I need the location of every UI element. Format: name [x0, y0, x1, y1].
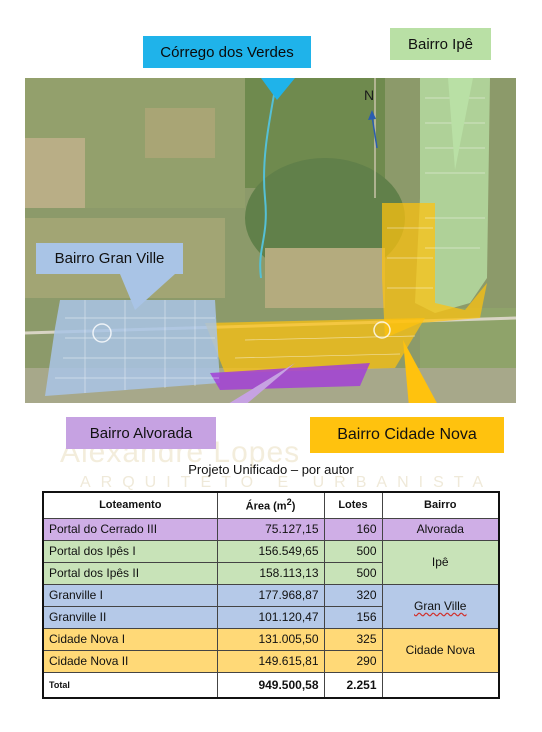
pointer-ipe: [448, 78, 473, 170]
cell-lotes: 160: [323, 517, 383, 541]
map-graphic: [25, 78, 516, 403]
cell-area: 149.615,81: [216, 649, 325, 673]
zone-granville: [45, 300, 220, 396]
zone-alvorada: [210, 363, 370, 390]
cell-lotes: 320: [323, 583, 383, 607]
cell-bairro: Alvorada: [381, 517, 500, 541]
cell-area: 177.968,87: [216, 583, 325, 607]
label-bairro-gran-ville: Bairro Gran Ville: [36, 243, 183, 274]
zone-cidade-nova-south: [205, 318, 425, 373]
label-corrego-dos-verdes: Córrego dos Verdes: [143, 36, 311, 68]
table-row: Cidade Nova I 131.005,50 325 Cidade Nova: [42, 627, 500, 673]
cell-loteamento: Cidade Nova II: [42, 649, 218, 673]
header-loteamento: Loteamento: [42, 491, 218, 519]
watermark: Alexandre Lopes ARQUITETO E URBANISTA: [60, 436, 500, 496]
cell-loteamento: Granville I: [42, 583, 218, 607]
table-row: Portal do Cerrado III 75.127,15 160 Alvo…: [42, 517, 500, 541]
total-lotes: 2.251: [323, 671, 383, 699]
cell-loteamento: Portal do Cerrado III: [42, 517, 218, 541]
cell-lotes: 156: [323, 605, 383, 629]
cell-bairro: Cidade Nova: [381, 627, 500, 673]
label-bairro-cidade-nova: Bairro Cidade Nova: [310, 417, 504, 453]
terrain-bare: [265, 248, 385, 308]
cell-loteamento: Portal dos Ipês II: [42, 561, 218, 585]
label-bairro-alvorada: Bairro Alvorada: [66, 417, 216, 449]
header-lotes: Lotes: [323, 491, 383, 519]
table-header-row: Loteamento Área (m2) Lotes Bairro: [42, 491, 500, 519]
north-arrow-head: [368, 110, 376, 120]
roundabout-cidade-nova: [373, 321, 391, 339]
header-bairro: Bairro: [381, 491, 500, 519]
cell-lotes: 290: [323, 649, 383, 673]
total-bairro-empty: [381, 671, 500, 699]
aerial-map: [25, 78, 516, 403]
table-row: Cidade Nova II 149.615,81 290: [42, 649, 499, 673]
lots-table: Loteamento Área (m2) Lotes Bairro Portal…: [42, 491, 500, 699]
label-bairro-ipe: Bairro Ipê: [390, 28, 491, 60]
total-area: 949.500,58: [216, 671, 325, 699]
cell-bairro: Gran Ville: [381, 583, 500, 629]
cell-loteamento: Cidade Nova I: [42, 627, 218, 651]
map-caption: Projeto Unificado – por autor: [188, 462, 354, 477]
cell-area: 156.549,65: [216, 539, 325, 563]
roundabout-granville: [92, 323, 112, 343]
pointer-cidade-nova: [403, 340, 437, 403]
watermark-subtitle: ARQUITETO E URBANISTA: [80, 474, 493, 491]
cell-lotes: 500: [323, 561, 383, 585]
creek-line: [259, 78, 278, 279]
zone-cidade-nova-north: [382, 203, 487, 338]
cell-loteamento: Portal dos Ipês I: [42, 539, 218, 563]
north-arrow-shaft: [371, 115, 378, 149]
cell-loteamento: Granville II: [42, 605, 218, 629]
pointer-granville: [120, 274, 175, 310]
table-row: Portal dos Ipês I 156.549,65 500 Ipê: [42, 539, 500, 585]
cell-lotes: 325: [323, 627, 383, 651]
north-label: N: [364, 87, 375, 103]
cell-lotes: 500: [323, 539, 383, 563]
cell-bairro: Ipê: [381, 539, 500, 585]
cell-area: 131.005,50: [216, 627, 325, 651]
cell-bairro-text: Gran Ville: [414, 599, 467, 613]
total-label: Total: [42, 671, 218, 699]
table-row: Granville II 101.120,47 156: [42, 605, 499, 629]
table-row: Granville I 177.968,87 320 Gran Ville: [42, 583, 500, 629]
cell-area: 101.120,47: [216, 605, 325, 629]
cell-area: 158.113,13: [216, 561, 325, 585]
street-grid: [55, 97, 485, 393]
cell-area: 75.127,15: [216, 517, 325, 541]
table-total-row: Total 949.500,58 2.251: [42, 671, 500, 699]
header-area: Área (m2): [216, 491, 325, 519]
terrain-patch-2: [145, 108, 215, 158]
pointer-corrego: [261, 78, 295, 100]
terrain-patch: [25, 138, 85, 208]
